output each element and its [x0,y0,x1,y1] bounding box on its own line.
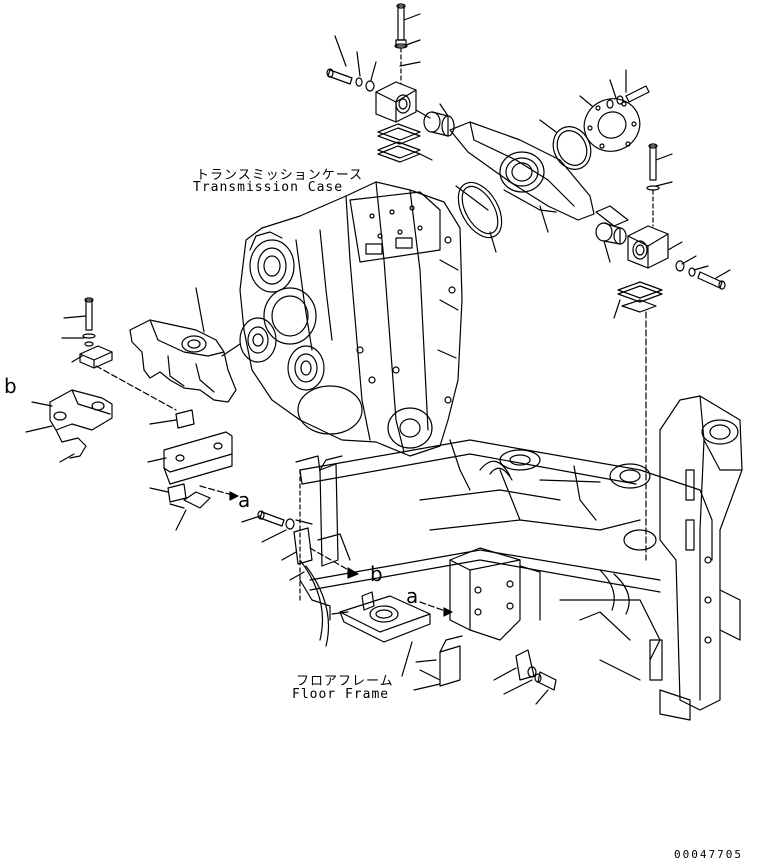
floor-frame-label-jp: フロアフレーム [296,674,394,689]
reference-b-left: b [4,374,17,398]
floor-frame-label-en: Floor Frame [292,687,390,702]
left-shim-plates [147,409,239,531]
label-leaders [289,519,313,581]
left-mount-bracket [129,287,241,403]
transmission-case-label-jp: トランスミッションケース [196,168,364,183]
transmission-case [239,181,463,457]
left-mount-bolt-assembly [25,297,177,463]
floor-frame [295,395,743,721]
drawing-number: 00047705 [674,848,743,861]
reference-a-center: a [238,488,251,512]
reference-a-lower: a [406,584,419,608]
seal-rings-and-flange [455,69,650,253]
reference-b-center: b [370,562,383,586]
right-pivot-bolt-assembly [613,143,731,561]
center-bolt-strap [241,510,359,579]
top-pivot-bolt-assembly [326,3,433,163]
equalizer-arm [423,103,629,263]
transmission-case-label-en: Transmission Case [193,180,344,195]
